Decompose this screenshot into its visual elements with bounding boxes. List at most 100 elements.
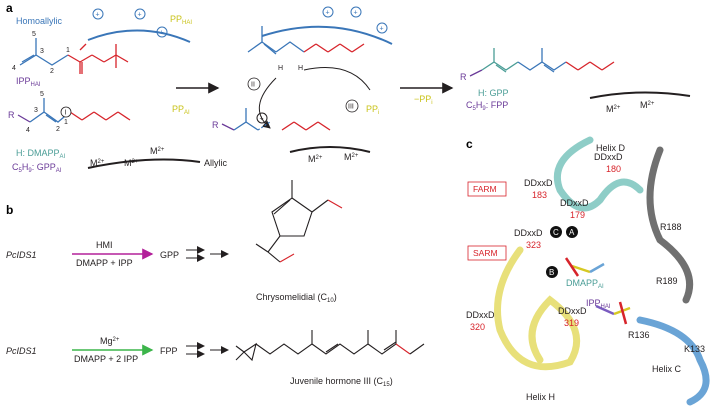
pp-i-label: PPi xyxy=(366,104,379,116)
svg-text:III: III xyxy=(348,104,354,111)
positive-charge-icon: + xyxy=(134,8,146,20)
electron-arrow xyxy=(303,67,371,91)
farm-box xyxy=(467,181,507,197)
carbon-number: 5 xyxy=(32,31,36,38)
carbocation-charge-icon: + xyxy=(256,112,268,124)
carbon-number: 2 xyxy=(50,68,54,75)
positive-charge-icon: + xyxy=(350,6,362,18)
c5h9-gpp-label: C5H9: GPPAI xyxy=(12,162,62,174)
positive-charge-icon: + xyxy=(322,6,334,18)
dmapp-ai-structure: R xyxy=(8,98,131,123)
residue-label: R189 xyxy=(656,276,678,286)
carbocation-structure: R xyxy=(212,108,271,131)
residue-number: 320 xyxy=(470,322,485,332)
homoallylic-label: Homoallylic xyxy=(16,16,63,26)
residue-label: R136 xyxy=(628,330,650,340)
product-label: GPP xyxy=(160,250,179,260)
metal-ion-b: B xyxy=(546,266,558,278)
metal-ion-label: M2+ xyxy=(150,146,165,156)
metal-ion-label: M2+ xyxy=(124,158,139,168)
metal-ion-label: M2+ xyxy=(308,154,323,164)
positive-charge-icon: + xyxy=(376,22,388,34)
metal-ion-a: A xyxy=(566,226,578,238)
c5h9-fpp-label: C5H9: FPP xyxy=(466,100,508,112)
metal-arc xyxy=(589,91,691,99)
svg-text:+: + xyxy=(160,30,164,37)
allylic-label: Allylic xyxy=(204,158,228,168)
protein-ribbon xyxy=(494,136,710,406)
svg-text:+: + xyxy=(260,116,264,123)
step-iii-icon: III xyxy=(345,99,359,113)
residue-label: K133 xyxy=(684,344,705,354)
dmapp-ligand xyxy=(564,257,605,277)
helix-d-label: Helix D xyxy=(596,143,626,153)
carbon-number: 3 xyxy=(34,107,38,114)
positive-charge-icon: + xyxy=(92,8,104,20)
helix-h-label: Helix H xyxy=(526,392,555,402)
cofactor-label: Mg2+ xyxy=(100,336,120,346)
residue-label: R188 xyxy=(660,222,682,232)
minus-pp-i-label: −PPi xyxy=(414,94,433,106)
metal-ion-label: M2+ xyxy=(90,158,105,168)
dmapp-ai-label: DMAPPAI xyxy=(566,278,604,290)
svg-text:R: R xyxy=(460,72,467,82)
svg-text:+: + xyxy=(96,12,100,19)
pp-ai-label: PPAI xyxy=(172,104,190,116)
svg-text:+: + xyxy=(138,12,142,19)
residue-number: 323 xyxy=(526,240,541,250)
carbon-number: 4 xyxy=(12,65,16,72)
enzyme-label: PcIDS1 xyxy=(6,346,37,356)
svg-text:R: R xyxy=(8,110,15,120)
metal-ion-c: C xyxy=(550,226,562,238)
residue-number: 319 xyxy=(564,318,579,328)
ipp-intermediate-structure xyxy=(247,26,365,55)
motif-label: DDxxD xyxy=(524,178,553,188)
residue-number: 179 xyxy=(570,210,585,220)
motif-label: DDxxD xyxy=(558,306,587,316)
panel-a-label: a xyxy=(6,1,13,15)
motif-label: DDxxD xyxy=(594,152,623,162)
hydrogen-label: H xyxy=(278,65,283,72)
positive-charge-icon: + xyxy=(156,26,168,38)
carbon-number: 4 xyxy=(26,127,30,134)
product-name: Juvenile hormone III (C15) xyxy=(290,376,393,388)
motif-label: DDxxD xyxy=(514,228,543,238)
cofactor-label: HMI xyxy=(96,240,113,250)
sarm-label: SARM xyxy=(473,248,498,258)
metal-ion-label: M2+ xyxy=(640,100,655,110)
svg-text:+: + xyxy=(326,10,330,17)
chrysomelidial-structure xyxy=(255,180,343,263)
homoallylic-arc xyxy=(87,29,191,43)
step-i-icon: I xyxy=(60,106,72,118)
enzyme-label: PcIDS1 xyxy=(6,250,37,260)
allylic-arc xyxy=(289,146,371,153)
product-name: Chrysomelidial (C10) xyxy=(256,292,337,304)
ipp-hai-structure xyxy=(19,38,129,74)
metal-ion-label: M2+ xyxy=(344,152,359,162)
ipp-hai-label: IPPHAI xyxy=(16,76,41,88)
carbon-number: 1 xyxy=(66,47,70,54)
svg-text:R: R xyxy=(212,120,219,130)
pyrophosphate-leaving-group xyxy=(281,121,331,131)
product-label: FPP xyxy=(160,346,178,356)
multi-step-arrows xyxy=(186,246,229,262)
h-dmapp-label: H: DMAPPAI xyxy=(16,148,66,160)
ipp-hai-label: IPPHAI xyxy=(586,298,611,310)
residue-number: 180 xyxy=(606,164,621,174)
multi-step-arrows xyxy=(186,342,229,358)
svg-text:+: + xyxy=(354,10,358,17)
svg-text:II: II xyxy=(251,82,255,89)
farm-label: FARM xyxy=(473,184,497,194)
pp-hai-label: PPHAI xyxy=(170,14,192,26)
panel-b-label: b xyxy=(6,203,13,217)
panel-c-label: c xyxy=(466,137,473,151)
substrates-label: DMAPP + IPP xyxy=(76,258,133,268)
svg-text:+: + xyxy=(380,26,384,33)
substrates-label: DMAPP + 2 IPP xyxy=(74,354,138,364)
sarm-box xyxy=(467,245,507,261)
residue-number: 183 xyxy=(532,190,547,200)
carbon-number: 3 xyxy=(40,48,44,55)
metal-ion-label: M2+ xyxy=(606,104,621,114)
svg-text:I: I xyxy=(65,110,67,117)
svg-text:B: B xyxy=(549,268,554,277)
